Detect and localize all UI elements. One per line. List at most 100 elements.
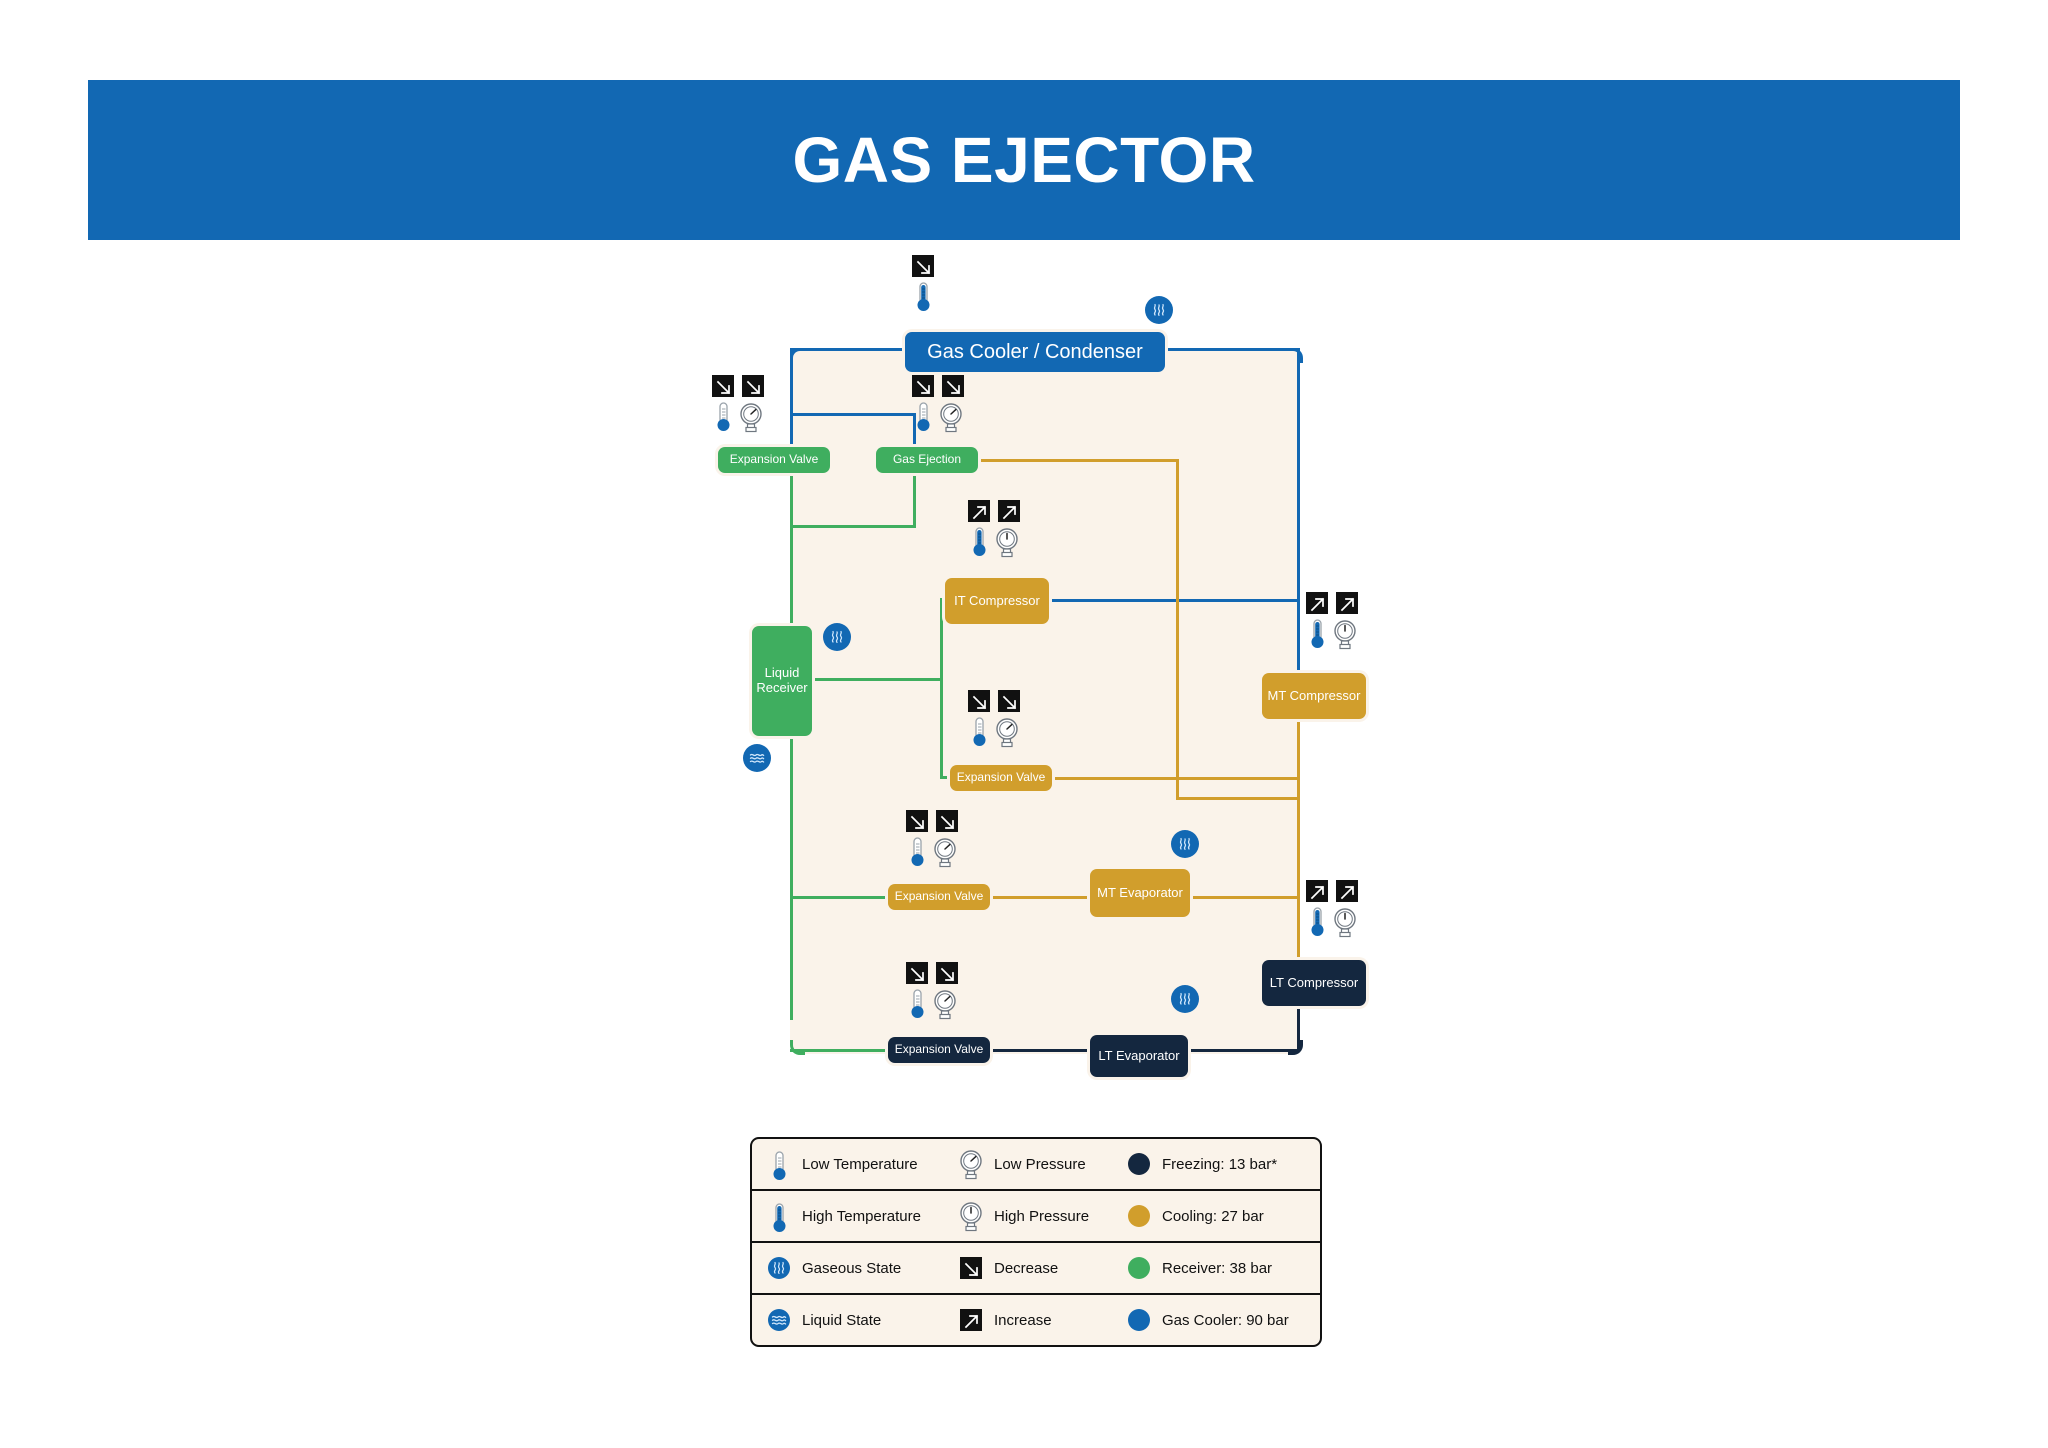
gauge-high-icon: [958, 1200, 984, 1232]
node-expansion-valve-top[interactable]: Expansion Valve: [718, 447, 830, 473]
page-title: GAS EJECTOR: [792, 124, 1256, 196]
pipe-blue-top-right: [1162, 348, 1300, 351]
legend-body: Low Temperature Low Pressure Freezing: 13 …: [752, 1139, 1320, 1345]
increase-icon: [1336, 592, 1358, 614]
pipe-blue-left-branch: [790, 413, 916, 416]
legend-item-increase: Increase: [944, 1295, 1112, 1345]
pipe-navy-ev-lt-to-evap: [988, 1049, 1092, 1052]
legend-label: Low Temperature: [802, 1155, 918, 1173]
legend-item-swatch: Freezing: 13 bar*: [1112, 1139, 1320, 1189]
legend-label: High Pressure: [994, 1207, 1090, 1225]
pipe-green-receiver-out: [811, 678, 943, 681]
legend-label: Low Pressure: [994, 1155, 1086, 1173]
gas-ejection-indicator: [912, 375, 964, 437]
pipe-gold-down-1: [1176, 459, 1179, 733]
increase-icon: [958, 1309, 984, 1331]
decrease-icon: [906, 962, 928, 984]
node-gas-cooler-condenser[interactable]: Gas Cooler / Condenser: [905, 332, 1165, 372]
node-liquid-receiver[interactable]: Liquid Receiver: [752, 626, 812, 736]
legend-item-gauge-high: High Pressure: [944, 1191, 1112, 1241]
pipe-blue-right-down: [1297, 348, 1300, 700]
pipe-gold-ejection-right: [976, 459, 1179, 462]
plant-background: [790, 348, 1300, 1054]
legend-panel: Low Temperature Low Pressure Freezing: 13 …: [750, 1137, 1322, 1347]
node-lt-compressor[interactable]: LT Compressor: [1262, 960, 1366, 1006]
gauge-low-icon: [932, 988, 958, 1025]
corner-top-right: [1288, 348, 1303, 363]
node-expansion-valve-mt[interactable]: Expansion Valve: [888, 884, 990, 910]
decrease-icon: [712, 375, 734, 397]
gas-cooler-indicator: [912, 255, 934, 317]
pipe-blue-it-to-right: [1046, 599, 1300, 602]
pipe-green-ejection-down: [913, 460, 916, 528]
pipe-green-ejection-join: [790, 525, 916, 528]
pipe-navy-evap-right: [1186, 1049, 1298, 1052]
legend-label: Decrease: [994, 1259, 1059, 1277]
thermometer-high-icon: [1307, 903, 1328, 942]
pipe-gold-down-2: [1176, 733, 1179, 800]
lt-compressor-indicator: [1306, 880, 1358, 942]
gauge-high-icon: [1332, 906, 1358, 943]
liquid-state-icon: [766, 1309, 792, 1331]
expansion-valve-lt-indicator: [906, 962, 958, 1024]
node-it-compressor[interactable]: IT Compressor: [945, 578, 1049, 624]
node-lt-evaporator[interactable]: LT Evaporator: [1090, 1035, 1188, 1077]
legend-row: High Temperature High Pressure Cooling: 27…: [752, 1191, 1320, 1243]
gauge-high-icon: [994, 526, 1020, 563]
decrease-icon: [912, 375, 934, 397]
liquid-state-icon: [743, 744, 771, 772]
color-swatch: [1126, 1257, 1152, 1279]
color-swatch: [1126, 1153, 1152, 1175]
pipe-gold-ev-mt-top-right: [1049, 777, 1300, 780]
gauge-low-icon: [938, 401, 964, 438]
corner-bottom-left: [790, 1040, 805, 1055]
node-expansion-valve-mt-top[interactable]: Expansion Valve: [950, 765, 1052, 791]
increase-icon: [998, 500, 1020, 522]
color-swatch: [1126, 1309, 1152, 1331]
legend-item-swatch: Cooling: 27 bar: [1112, 1191, 1320, 1241]
gauge-high-icon: [1332, 618, 1358, 655]
legend-item-gauge-low: Low Pressure: [944, 1139, 1112, 1189]
gaseous-state-icon: [823, 623, 851, 651]
thermometer-low-icon: [969, 713, 990, 752]
pipe-gold-ev-mt-to-evap: [988, 896, 1092, 899]
decrease-icon: [958, 1257, 984, 1279]
pipe-blue-ejection-down: [913, 413, 916, 450]
node-expansion-valve-lt[interactable]: Expansion Valve: [888, 1037, 990, 1063]
legend-label: Freezing: 13 bar*: [1162, 1155, 1278, 1173]
thermometer-low-icon: [907, 985, 928, 1024]
pipe-green-to-ev-lt: [790, 1049, 895, 1052]
decrease-icon: [906, 810, 928, 832]
gauge-low-icon: [994, 716, 1020, 753]
node-gas-ejection[interactable]: Gas Ejection: [876, 447, 978, 473]
pipe-blue-top-left: [790, 348, 908, 351]
node-mt-evaporator[interactable]: MT Evaporator: [1090, 869, 1190, 917]
pipe-navy-to-lt-comp: [1297, 1004, 1300, 1051]
gauge-low-icon: [932, 836, 958, 873]
pipe-green-riser: [940, 598, 943, 778]
expansion-valve-mt-indicator: [906, 810, 958, 872]
decrease-icon: [912, 255, 934, 277]
increase-icon: [968, 500, 990, 522]
thermometer-high-icon: [913, 278, 934, 317]
thermometer-low-icon: [713, 398, 734, 437]
legend-label: High Temperature: [802, 1207, 921, 1225]
legend-row: Gaseous State Decrease Receiver: 38 bar: [752, 1243, 1320, 1295]
legend-label: Gas Cooler: 90 bar: [1162, 1311, 1289, 1329]
color-swatch: [1126, 1205, 1152, 1227]
legend-row: Low Temperature Low Pressure Freezing: 13 …: [752, 1139, 1320, 1191]
legend-label: Receiver: 38 bar: [1162, 1259, 1273, 1277]
legend-label: Gaseous State: [802, 1259, 902, 1277]
pipe-green-ev-down: [790, 460, 793, 1020]
mt-compressor-indicator: [1306, 592, 1358, 654]
thermometer-low-icon: [907, 833, 928, 872]
decrease-icon: [742, 375, 764, 397]
node-mt-compressor[interactable]: MT Compressor: [1262, 673, 1366, 719]
gaseous-state-icon: [766, 1257, 792, 1279]
decrease-icon: [968, 690, 990, 712]
gaseous-state-icon: [1171, 985, 1199, 1013]
gauge-low-icon: [958, 1148, 984, 1180]
thermometer-low-icon: [766, 1147, 792, 1181]
